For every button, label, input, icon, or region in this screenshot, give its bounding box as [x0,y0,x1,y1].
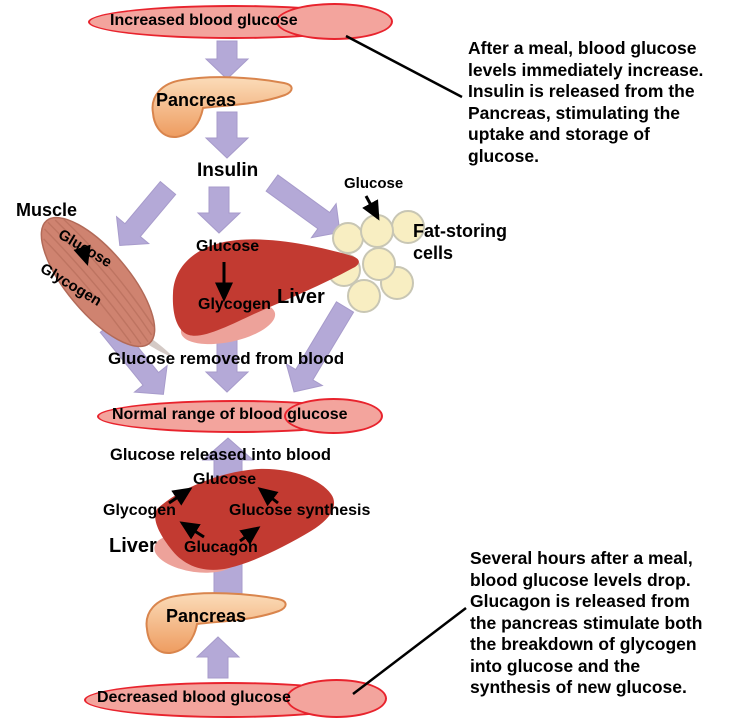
arrow-insulin-to-liver [196,186,242,234]
arrow-increased-to-pancreas [204,40,250,80]
liver-top-shape [172,239,359,345]
arrow-insulin-to-fat-cells [265,174,341,239]
annotation-after-meal: After a meal, blood glucose levels immed… [468,38,704,166]
pancreas-bottom-label: Pancreas [166,606,247,626]
normal-ellipse-label: Normal range of blood glucose [112,406,348,423]
arrow-decreased-to-pancreas-up [195,636,241,679]
liver-bottom-label: Liver [109,535,157,557]
arrow-glucagon-to-synthesis [239,526,261,545]
liver-bottom-glucose-label: Glucose [193,471,257,488]
insulin-label: Insulin [197,160,259,181]
fat-cells-label: Fat-storing cells [413,221,507,263]
arrow-pancreas-to-insulin [204,111,250,159]
liver-bottom-shape [154,468,335,573]
increased-ellipse-overlap [276,3,393,40]
arrow-glucose-to-glycogen-muscle [73,244,91,266]
liver-top-glucose-label: Glucose [196,238,260,255]
increased-ellipse-label: Increased blood glucose [110,12,298,29]
pancreas-top-label: Pancreas [156,90,237,110]
glucose-removed-label: Glucose removed from blood [108,349,345,368]
liver-top-label: Liver [277,286,325,308]
arrow-fat-cells-to-normal [285,301,355,393]
glucagon-label: Glucagon [184,539,258,556]
arrow-glycogen-to-glucose [168,487,193,506]
arrow-synthesis-to-glucose [257,487,279,507]
glucose-synthesis-label: Glucose synthesis [229,502,371,519]
glucose-released-label: Glucose released into blood [110,446,331,464]
fat-glucose-label: Glucose [344,175,404,192]
decreased-ellipse-overlap [286,679,387,718]
liver-bottom-glycogen-label: Glycogen [103,502,176,519]
arrow-glucose-to-fat-cells [362,195,380,221]
liver-top-glycogen-label: Glycogen [198,296,271,313]
arrow-glucagon-to-glycogen [179,521,205,540]
muscle-label: Muscle [16,200,78,220]
pointer-line-bottom [352,607,467,695]
normal-ellipse-overlap [284,398,383,434]
arrow-insulin-to-muscle [115,180,177,246]
pointer-line-top [345,34,463,99]
annotation-hours-after: Several hours after a meal, blood glucos… [470,548,703,697]
decreased-ellipse-label: Decreased blood glucose [97,689,291,706]
muscle-shape [40,216,174,358]
